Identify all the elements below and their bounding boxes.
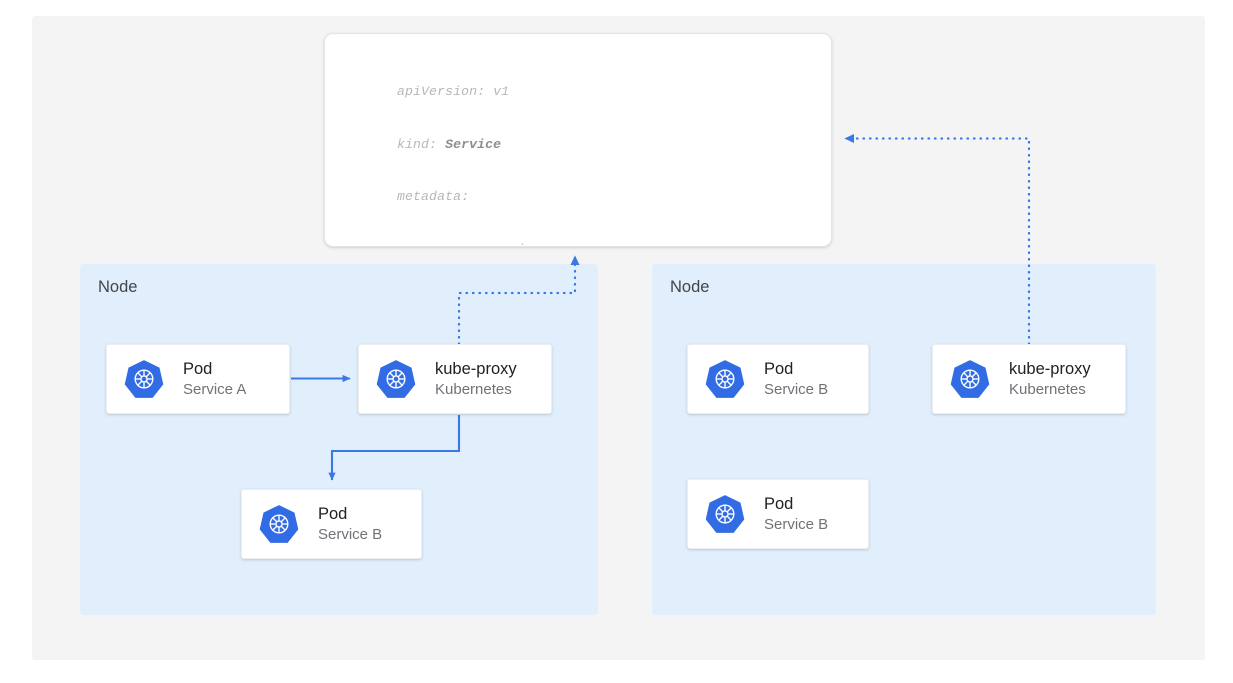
yaml-line-name: name: my-service	[397, 241, 726, 246]
card-subtitle: Service B	[764, 380, 829, 398]
node-box-left: Node	[80, 264, 598, 615]
yaml-line-metadata: metadata:	[397, 189, 470, 205]
card-text: Pod Service B	[764, 494, 828, 535]
card-title: Pod	[318, 504, 348, 523]
kubernetes-icon	[704, 493, 746, 535]
yaml-line-kind: kind: Service	[397, 136, 502, 152]
yaml-kind-value: Service	[445, 136, 502, 152]
card-title: Pod	[764, 359, 794, 378]
node-box-right: Node	[652, 264, 1156, 615]
card-kube-proxy-left[interactable]: kube-proxy Kubernetes	[358, 344, 552, 414]
kubernetes-icon	[258, 503, 300, 545]
kubernetes-icon	[949, 358, 991, 400]
card-pod-service-b-right-top[interactable]: Pod Service B	[687, 344, 869, 414]
card-pod-service-b-left[interactable]: Pod Service B	[241, 489, 422, 559]
card-subtitle: Service B	[318, 525, 383, 543]
card-text: kube-proxy Kubernetes	[435, 359, 517, 400]
card-title: kube-proxy	[435, 359, 517, 378]
card-pod-service-a[interactable]: Pod Service A	[106, 344, 290, 414]
kubernetes-icon	[123, 358, 165, 400]
card-subtitle: Kubernetes	[435, 380, 512, 398]
yaml-line-apiversion: apiVersion: v1	[397, 84, 510, 100]
card-subtitle: Service B	[764, 515, 829, 533]
kubernetes-icon	[375, 358, 417, 400]
card-title: Pod	[183, 359, 213, 378]
card-text: Pod Service B	[764, 359, 828, 400]
card-text: Pod Service B	[318, 504, 382, 545]
card-kube-proxy-right[interactable]: kube-proxy Kubernetes	[932, 344, 1126, 414]
card-title: Pod	[764, 494, 794, 513]
card-pod-service-b-right-bottom[interactable]: Pod Service B	[687, 479, 869, 549]
card-subtitle: Service A	[183, 380, 247, 398]
kubernetes-icon	[704, 358, 746, 400]
card-text: Pod Service A	[183, 359, 246, 400]
service-manifest-card: apiVersion: v1 kind: Service metadata: n…	[324, 33, 832, 247]
card-subtitle: Kubernetes	[1009, 380, 1086, 398]
card-text: kube-proxy Kubernetes	[1009, 359, 1091, 400]
node-label-left: Node	[98, 278, 138, 296]
node-label-right: Node	[670, 278, 710, 296]
card-title: kube-proxy	[1009, 359, 1091, 378]
service-manifest-yaml: apiVersion: v1 kind: Service metadata: n…	[397, 48, 726, 246]
